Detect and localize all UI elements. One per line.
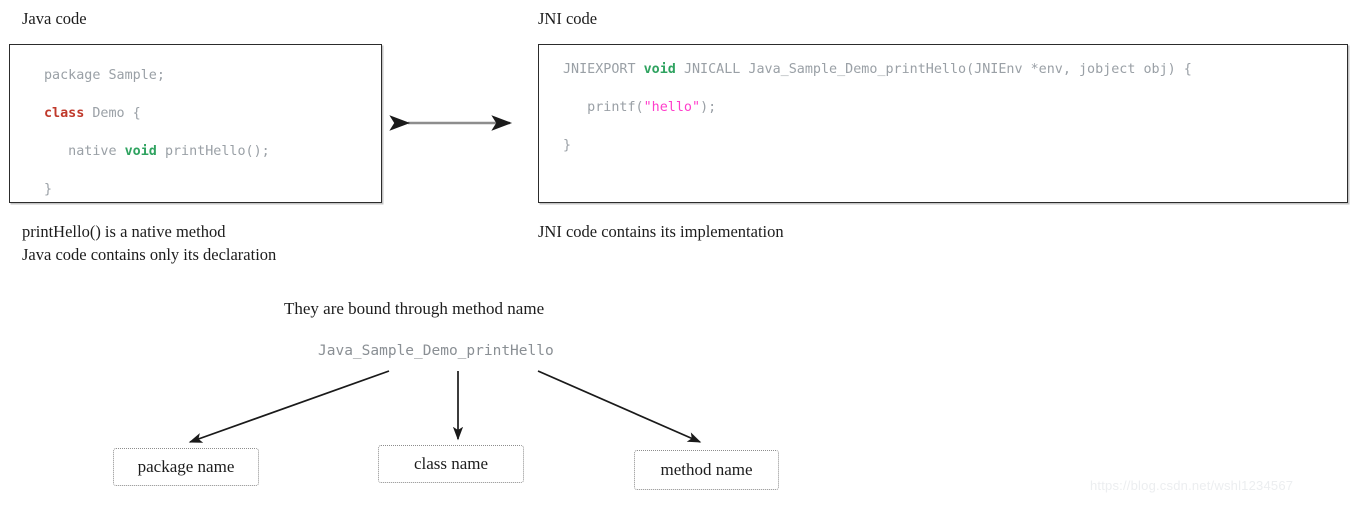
code-token: void xyxy=(124,144,165,159)
code-line: } xyxy=(563,127,1347,165)
code-token: ); xyxy=(700,100,717,115)
code-token: JNICALL Java_Sample_Demo_printHello(JNIE… xyxy=(683,62,1192,77)
java-code-content: package Sample; class Demo { native void … xyxy=(10,45,381,209)
code-token: native xyxy=(44,144,125,159)
jni-code-content: JNIEXPORT void JNICALL Java_Sample_Demo_… xyxy=(539,45,1347,165)
term-box-class-name: class name xyxy=(378,445,524,483)
code-token: printf( xyxy=(563,100,644,115)
term-label-class-name: class name xyxy=(413,454,489,473)
binding-heading: They are bound through method name xyxy=(284,299,545,318)
csdn-watermark: https://blog.csdn.net/wshl1234567 xyxy=(1090,478,1294,493)
java-caption-line-2: Java code contains only its declaration xyxy=(22,245,277,264)
code-token: printHello(); xyxy=(164,144,270,159)
code-token: void xyxy=(643,62,684,77)
term-label-method-name: method name xyxy=(660,460,753,479)
code-line: } xyxy=(44,171,381,209)
code-line: package Sample; xyxy=(44,57,381,95)
code-line: printf("hello"); xyxy=(563,89,1347,127)
term-label-package-name: package name xyxy=(137,457,235,476)
code-line: native void printHello(); xyxy=(44,133,381,171)
code-line: class Demo { xyxy=(44,95,381,133)
code-token: package Sample; xyxy=(44,68,165,83)
java-code-box: package Sample; class Demo { native void … xyxy=(9,44,382,203)
code-token: } xyxy=(44,182,53,197)
arrow-to-method-name xyxy=(537,370,702,443)
jni-code-box: JNIEXPORT void JNICALL Java_Sample_Demo_… xyxy=(538,44,1348,203)
jni-caption: JNI code contains its implementation xyxy=(538,222,784,241)
jni-code-title: JNI code xyxy=(538,9,598,28)
code-token: class xyxy=(44,106,93,121)
code-token: JNIEXPORT xyxy=(563,62,644,77)
binding-symbol-label: Java_Sample_Demo_printHello xyxy=(318,343,554,359)
code-line: JNIEXPORT void JNICALL Java_Sample_Demo_… xyxy=(563,51,1347,89)
java-code-title: Java code xyxy=(22,9,87,28)
term-box-package-name: package name xyxy=(113,448,259,486)
code-token: Demo { xyxy=(92,106,141,121)
code-token: "hello" xyxy=(643,100,701,115)
java-caption-line-1: printHello() is a native method xyxy=(22,222,226,241)
term-box-method-name: method name xyxy=(634,450,779,490)
code-token: } xyxy=(563,138,572,153)
arrow-to-package-name xyxy=(188,370,390,443)
